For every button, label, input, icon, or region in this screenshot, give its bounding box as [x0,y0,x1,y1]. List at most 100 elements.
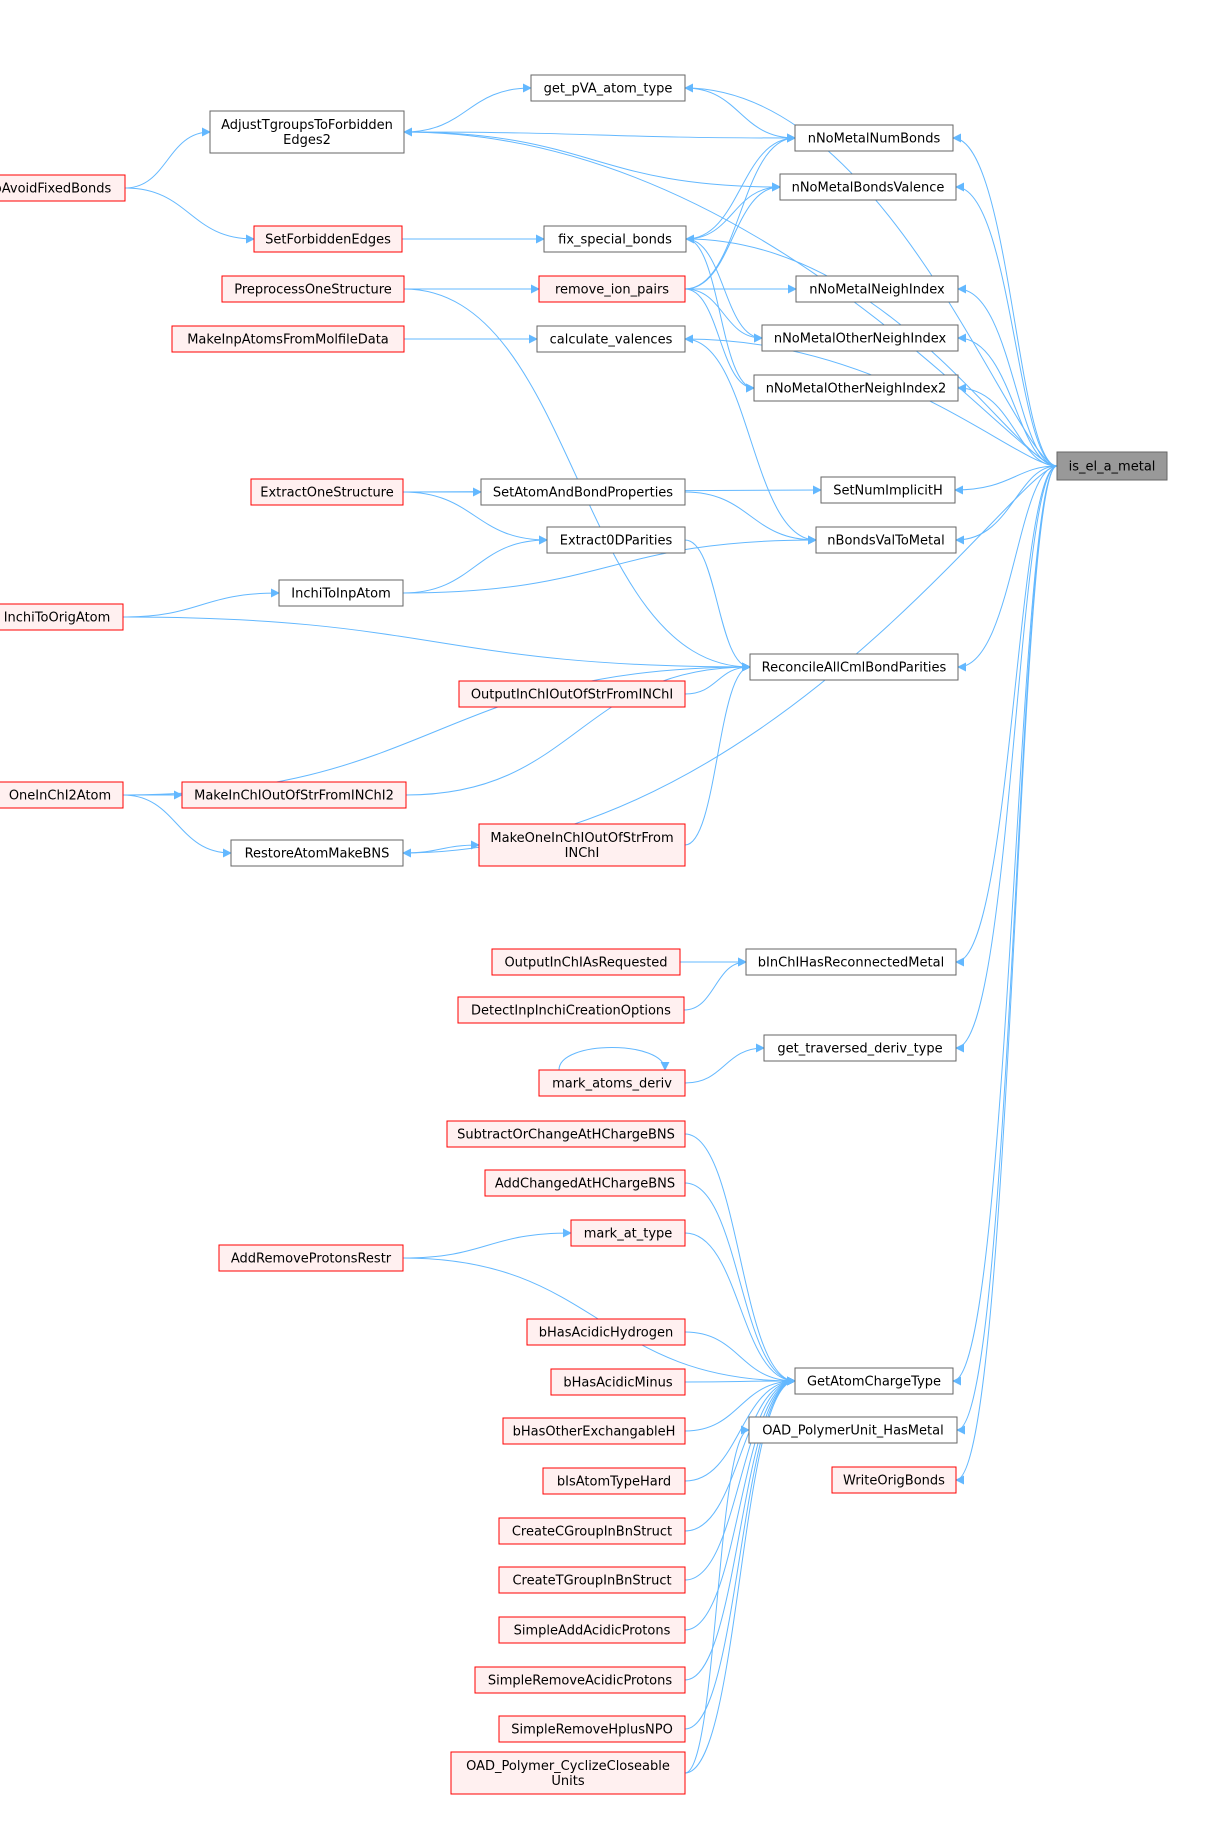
node-nbondsval[interactable]: nBondsValToMetal [815,526,957,554]
edge-binchihas-to-target [955,465,1058,967]
edge-nonmetalnum-to-fixspecial [685,133,796,240]
node-gettraversed[interactable]: get_traversed_deriv_type [763,1034,957,1062]
edge-oadpolyhas-to-oadcyclize [684,1425,750,1774]
edge-setnumimpl-to-target [954,465,1058,495]
node-label: bIsAtomTypeHard [557,1475,671,1490]
node-label: is_el_a_metal [1069,460,1156,475]
node-label: GetAtomChargeType [807,1375,941,1390]
node-writeorig[interactable]: WriteOrigBonds [831,1466,957,1494]
node-makeinp[interactable]: MakeInpAtomsFromMolfileData [171,325,405,353]
node-outputinchiout[interactable]: OutputInChIOutOfStrFromINChI [458,680,686,708]
node-oadpolyhas[interactable]: OAD_PolymerUnit_HasMetal [748,1416,958,1444]
edge-getatomcharge-to-bhasacidicm [684,1376,796,1386]
node-simpleremoveacid[interactable]: SimpleRemoveAcidicProtons [474,1666,686,1694]
node-box [794,1367,954,1395]
edge-reconcile-to-inchitoorig [122,616,751,672]
node-label: SetForbiddenEdges [265,233,391,248]
node-box [820,476,956,504]
node-box [478,823,686,867]
node-bhasacidich[interactable]: bHasAcidicHydrogen [526,1318,686,1346]
node-label: nNoMetalOtherNeighIndex2 [766,382,947,397]
node-label: INChI [565,846,600,861]
node-getatomcharge[interactable]: GetAtomChargeType [794,1367,954,1395]
edge-adjust-to-target [403,127,1058,467]
node-bhasother[interactable]: bHasOtherExchangableH [502,1417,686,1445]
node-box [570,1219,686,1247]
node-simpleremoveh[interactable]: SimpleRemoveHplusNPO [498,1715,686,1743]
edge-nonmetalnum-to-target [952,133,1058,467]
node-box [458,680,686,708]
edge-getatomcharge-to-oadcyclize [684,1376,796,1774]
node-label: SimpleAddAcidicProtons [514,1624,671,1639]
edge-reconcile-to-extract0d [684,539,751,672]
edge-nonmetalother-to-fixspecial [685,238,763,343]
node-reconcile[interactable]: ReconcileAllCmlBondParities [749,653,959,681]
node-get-pVA[interactable]: get_pVA_atom_type [530,74,686,102]
node-setforbidden[interactable]: SetForbiddenEdges [253,225,403,253]
node-calcval[interactable]: calculate_valences [536,325,686,353]
node-oneinchi2atom[interactable]: OneInChI2Atom [0,781,124,809]
node-box [253,225,403,253]
edge-nonmetalnum-to-get_pVA [684,87,796,143]
edge-reconcile-to-makeoneinchi [684,662,751,846]
node-label: get_pVA_atom_type [544,82,673,97]
node-subtract[interactable]: SubtractOrChangeAtHChargeBNS [446,1120,686,1148]
node-inchitoinp[interactable]: InchiToInpAtom [278,579,404,607]
node-extractone[interactable]: ExtractOneStructure [250,478,404,506]
node-preprocess[interactable]: PreprocessOneStructure [221,275,405,303]
node-nonmetalnum[interactable]: nNoMetalNumBonds [794,124,954,152]
node-createt[interactable]: CreateTGroupInBnStruct [498,1566,686,1594]
node-detectinp[interactable]: DetectInpInchiCreationOptions [457,996,685,1024]
node-setnumimpl[interactable]: SetNumImplicitH [820,476,956,504]
node-restoreatom[interactable]: RestoreAtomMakeBNS [230,839,404,867]
node-nonmetalneigh[interactable]: nNoMetalNeighIndex [795,275,959,303]
node-box [218,1244,404,1272]
node-removeion[interactable]: remove_ion_pairs [538,275,686,303]
node-box [278,579,404,607]
node-markatoms[interactable]: mark_atoms_deriv [538,1069,686,1097]
node-label: PreprocessOneStructure [234,283,392,298]
edge-markatoms-to-markatoms [558,1047,670,1071]
node-label: bHasAcidicHydrogen [539,1326,673,1341]
node-label: MakeOneInChIOutOfStrFrom [490,831,673,846]
node-box [795,275,959,303]
node-movemobile[interactable]: MoveMobileHToAvoidFixedBonds [0,174,126,202]
node-binchihas[interactable]: bInChIHasReconnectedMetal [745,948,957,976]
node-box [209,110,405,154]
node-label: InchiToOrigAtom [4,611,111,626]
node-fixspecial[interactable]: fix_special_bonds [543,225,687,253]
node-target[interactable]: is_el_a_metal [1056,451,1168,481]
node-box [250,478,404,506]
node-bisatom[interactable]: bIsAtomTypeHard [542,1467,686,1495]
node-outputinchias[interactable]: OutputInChIAsRequested [491,948,681,976]
node-markattype[interactable]: mark_at_type [570,1219,686,1247]
node-box [550,1368,686,1396]
edge-getatomcharge-to-markattype [684,1232,796,1386]
edge-inchitoinp-to-inchitoorig [122,588,280,618]
node-nonmetalother[interactable]: nNoMetalOtherNeighIndex [761,324,959,352]
node-createc[interactable]: CreateCGroupInBnStruct [498,1517,686,1545]
edge-adjust-to-movemobile [124,127,211,189]
node-bhasacidicm[interactable]: bHasAcidicMinus [550,1368,686,1396]
edge-setforbidden-to-movemobile [124,187,255,244]
node-extract0d[interactable]: Extract0DParities [546,526,686,554]
node-addchanged[interactable]: AddChangedAtHChargeBNS [484,1169,686,1197]
edge-reconcile-to-preprocess [403,288,751,672]
node-box [498,1715,686,1743]
node-simpleadd[interactable]: SimpleAddAcidicProtons [498,1616,686,1644]
node-box [446,1120,686,1148]
node-addremove[interactable]: AddRemoveProtonsRestr [218,1244,404,1272]
node-setatombond[interactable]: SetAtomAndBondProperties [480,478,686,506]
edge-makeoneinchi-to-restoreatom [402,840,480,854]
node-inchitoorig[interactable]: InchiToOrigAtom [0,603,124,631]
node-nonmetalother2[interactable]: nNoMetalOtherNeighIndex2 [753,374,959,402]
node-makeinchiout2[interactable]: MakeInChIOutOfStrFromINChI2 [181,781,407,809]
edge-nonmetalval-to-fixspecial [685,182,781,240]
node-nonmetalval[interactable]: nNoMetalBondsValence [779,173,957,201]
node-layer: is_el_a_metal get_pVA_atom_typeAdjustTgro… [0,74,1168,1795]
node-box [538,275,686,303]
